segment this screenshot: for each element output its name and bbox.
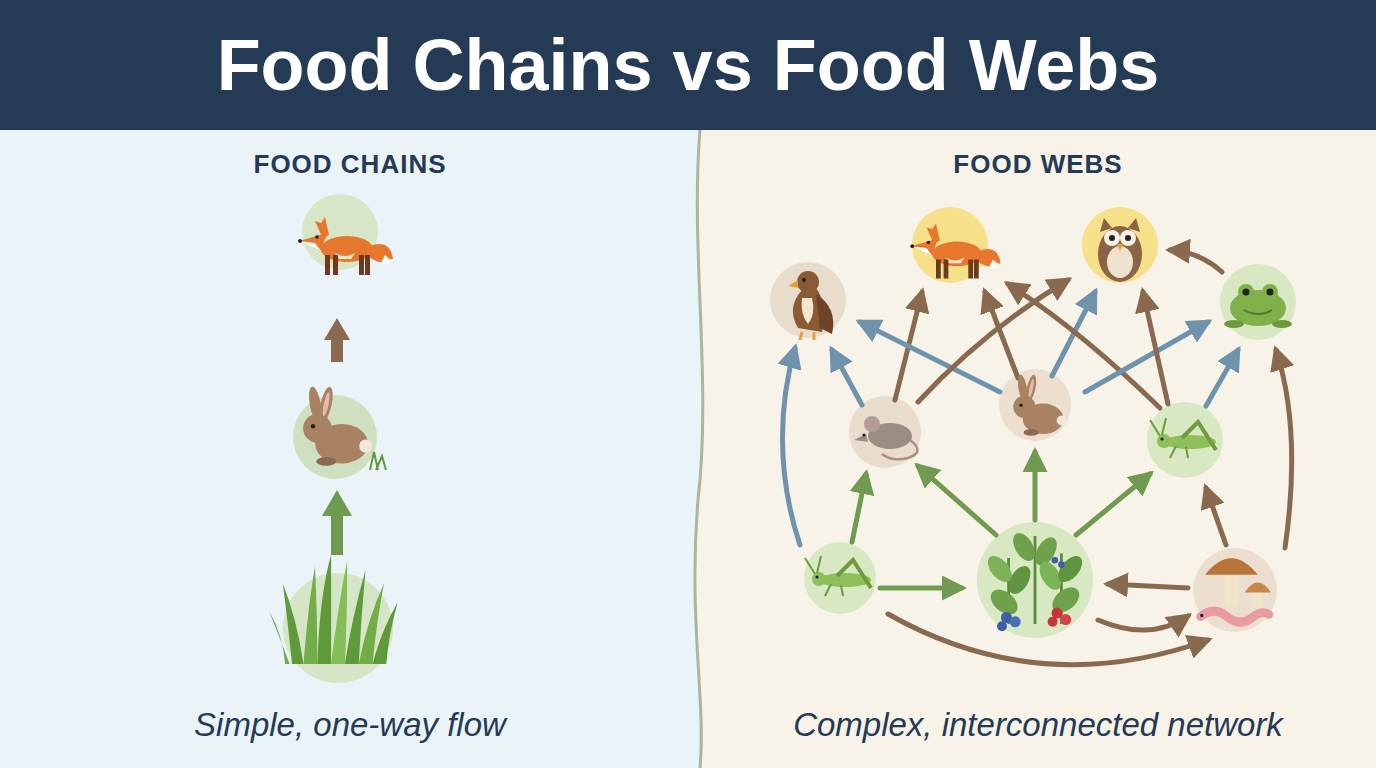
divider (695, 130, 703, 768)
title-bar (0, 0, 1376, 130)
decomposer-icon (1200, 558, 1271, 622)
rabbit-icon (303, 386, 372, 466)
chain-arrow (324, 318, 350, 362)
panel: FOOD WEBS Complex, interconnected network (700, 130, 1376, 768)
grass-icon (269, 555, 398, 664)
chain-arrow (322, 490, 352, 555)
grasshopper-icon (805, 556, 871, 596)
hawk-icon (788, 271, 833, 340)
panel-heading: FOOD CHAINS (254, 149, 447, 180)
owl-icon (1098, 218, 1142, 282)
food-web (770, 207, 1296, 665)
fox-icon (910, 223, 1000, 278)
panel-caption: Complex, interconnected network (793, 706, 1283, 744)
frog-icon (1224, 284, 1292, 328)
panel: FOOD CHAINS Simple, one-way flow (0, 130, 700, 768)
panel-heading: FOOD WEBS (953, 149, 1122, 180)
grasshopper-icon (1150, 418, 1216, 458)
rabbit-icon (1013, 374, 1067, 436)
mouse-icon (854, 416, 918, 459)
food-chain (269, 194, 398, 683)
web-ground (695, 130, 1376, 768)
chain-ground (0, 130, 700, 768)
panel-caption: Simple, one-way flow (194, 706, 506, 744)
plants-icon (983, 529, 1087, 631)
fox-icon (298, 217, 393, 275)
title: Food Chains vs Food Webs (0, 0, 1376, 130)
web-arrows (783, 250, 1292, 665)
